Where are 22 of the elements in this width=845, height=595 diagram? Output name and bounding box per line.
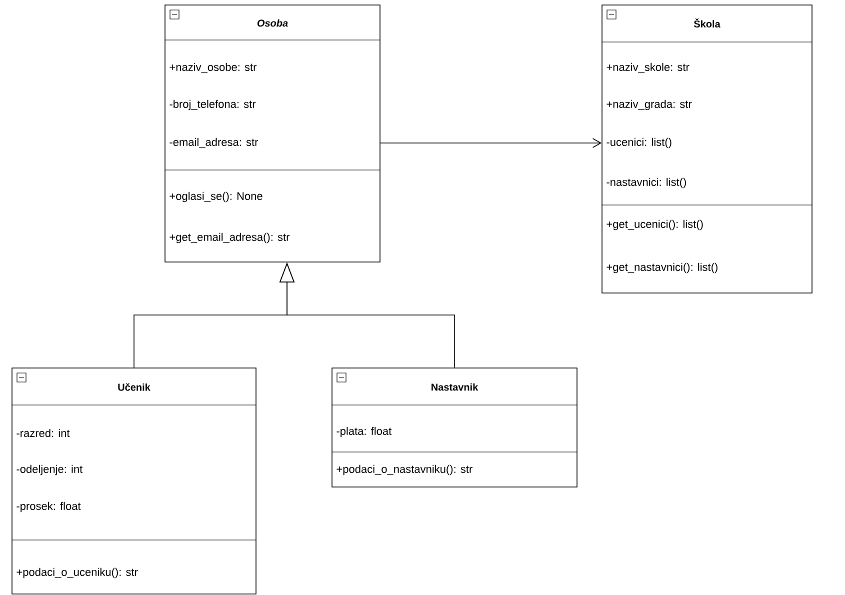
- member-text: +get_email_adresa(): str: [170, 232, 290, 244]
- member-text: +podaci_o_uceniku(): str: [16, 568, 138, 578]
- member-text: +naziv_grada: str: [606, 100, 692, 110]
- class-name: Škola: [694, 18, 720, 28]
- class-name: Osoba: [257, 19, 288, 27]
- member-text: -nastavnici: list(): [606, 178, 686, 188]
- member-text: -broj_telefona: str: [170, 100, 256, 110]
- member-text: -razred: int: [16, 428, 70, 438]
- arrow: [380, 138, 602, 148]
- member-text: -plata: float: [336, 426, 392, 438]
- member-text: -prosek: float: [16, 502, 81, 512]
- class-name: Nastavnik: [432, 383, 478, 391]
- member-text: +podaci_o_nastavniku(): str: [336, 464, 472, 476]
- member-text: -email_adresa: str: [170, 138, 258, 148]
- class-name: Učenik: [118, 383, 150, 391]
- member-text: +get_nastavnici(): list(): [606, 262, 718, 274]
- member-text: +oglasi_se(): None: [170, 192, 262, 202]
- member-text: -odeljenje: int: [16, 464, 83, 476]
- member-text: -ucenici: list(): [606, 138, 672, 148]
- member-text: +naziv_osobe: str: [170, 62, 257, 74]
- member-text: +get_ucenici(): list(): [606, 220, 703, 230]
- member-text: +naziv_skole: str: [606, 62, 690, 74]
